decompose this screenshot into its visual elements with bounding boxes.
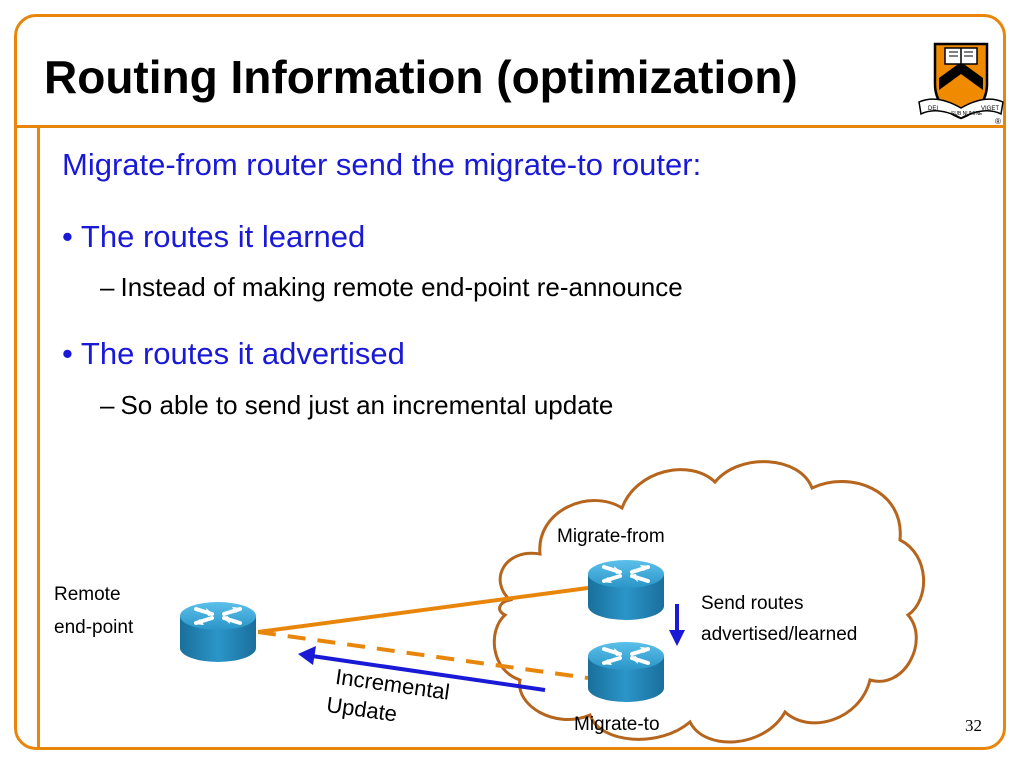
bullet-marker: •: [62, 219, 73, 254]
link-remote-to-migrate-from: [257, 586, 589, 634]
lead-text: Migrate-from router send the migrate-to …: [62, 147, 702, 182]
sub-bullet-dash: –: [100, 272, 115, 302]
registered-mark: ®: [995, 117, 1001, 126]
bullet-item: • The routes it advertised: [62, 336, 405, 372]
motto-left-text: DEI: [928, 106, 938, 112]
remote-label-line2: end-point: [54, 617, 134, 638]
incremental-update-arrow-icon: [298, 646, 546, 692]
sub-bullet-text: So able to send just an incremental upda…: [120, 390, 614, 420]
bullet-item: • The routes it learned: [62, 219, 365, 255]
sub-bullet-text: Instead of making remote end-point re-an…: [120, 272, 683, 302]
university-crest-logo: DEI SUB NUMINE VIGET ®: [918, 42, 1004, 126]
remote-router-icon: [178, 600, 258, 664]
send-routes-label-line2: advertised/learned: [701, 624, 857, 645]
sub-bullet-dash: –: [100, 390, 115, 420]
bullet-text: The routes it learned: [80, 219, 366, 254]
bullet-marker: •: [62, 336, 73, 371]
left-rule: [37, 128, 40, 748]
migrate-from-router-icon: [586, 558, 666, 622]
slide-frame: [14, 14, 1006, 750]
incremental-label-line2: Update: [325, 692, 399, 727]
migrate-to-label: Migrate-to: [574, 714, 660, 735]
sub-bullet-item: –So able to send just an incremental upd…: [100, 390, 613, 421]
page-number: 32: [965, 716, 982, 735]
migrate-to-router-icon: [586, 640, 666, 704]
bullet-text: The routes it advertised: [80, 336, 405, 371]
migrate-from-label: Migrate-from: [557, 526, 665, 547]
remote-label-line1: Remote: [54, 584, 121, 605]
title-divider: [14, 125, 1006, 128]
sub-bullet-item: –Instead of making remote end-point re-a…: [100, 272, 683, 303]
send-routes-label-line1: Send routes: [701, 593, 803, 614]
send-routes-arrow-icon: [669, 604, 685, 646]
slide-title: Routing Information (optimization): [44, 51, 798, 103]
motto-center-text: SUB NUMINE: [951, 111, 983, 117]
link-remote-to-migrate-to: [257, 630, 589, 680]
motto-right-text: VIGET: [981, 106, 999, 112]
